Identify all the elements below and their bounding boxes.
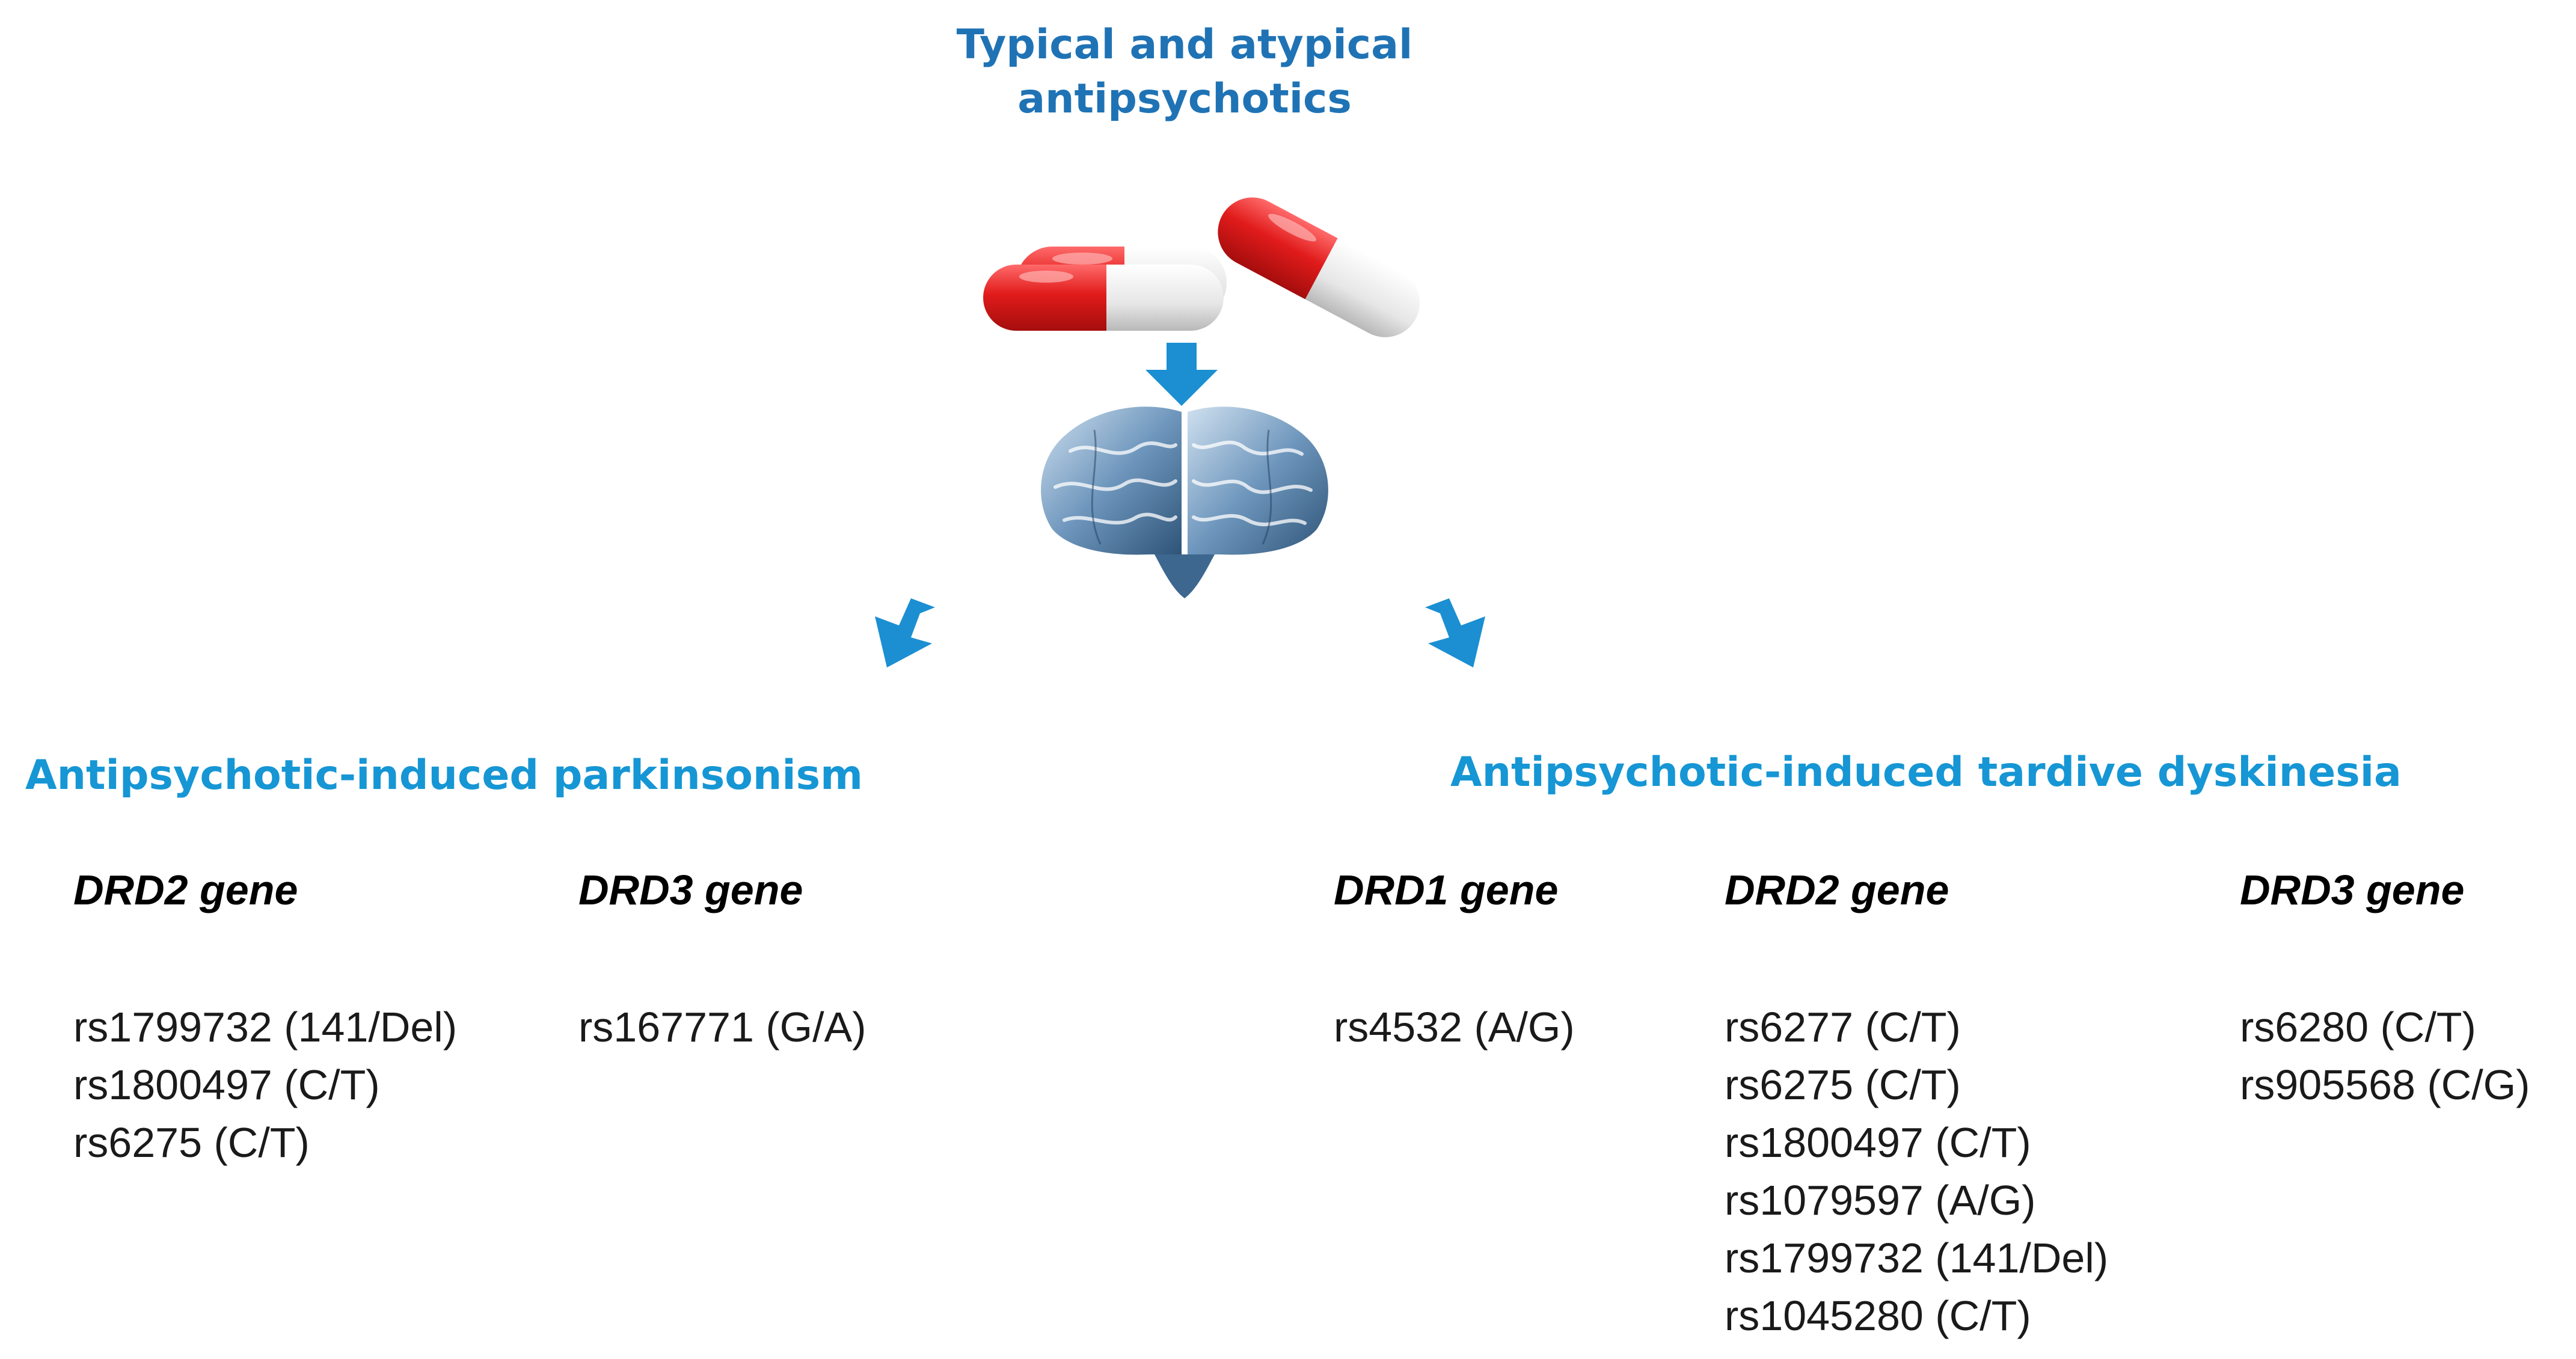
branch-title-parkinsonism: Antipsychotic-induced parkinsonism [25, 752, 863, 799]
variant-item: rs1079597 (A/G) [1725, 1177, 2036, 1224]
variant-item: rs1799732 (141/Del) [1725, 1235, 2109, 1281]
pills-icon [983, 197, 1420, 337]
gene-column-tardive-drd1: DRD1 gene rs4532 (A/G) [1334, 866, 1575, 1056]
branch-title-tardive-dyskinesia: Antipsychotic-induced tardive dyskinesia [1450, 749, 2402, 796]
gene-column-tardive-drd3: DRD3 gene rs6280 (C/T) rs905568 (C/G) [2240, 866, 2530, 1114]
variant-item: rs905568 (C/G) [2240, 1061, 2530, 1108]
variant-item: rs1045280 (C/T) [1725, 1292, 2031, 1339]
variant-list: rs6277 (C/T) rs6275 (C/T) rs1800497 (C/T… [1725, 998, 2108, 1345]
variant-list: rs167771 (G/A) [578, 998, 866, 1056]
variant-item: rs4532 (A/G) [1334, 1004, 1575, 1051]
brain-icon [1041, 406, 1328, 598]
gene-heading: DRD3 gene [2240, 867, 2465, 913]
variant-item: rs1800497 (C/T) [1725, 1119, 2031, 1166]
variant-item: rs6280 (C/T) [2240, 1004, 2476, 1051]
variant-item: rs167771 (G/A) [578, 1004, 866, 1051]
variant-item: rs1799732 (141/Del) [73, 1004, 458, 1051]
variant-item: rs6275 (C/T) [1725, 1061, 1961, 1108]
gene-heading: DRD3 gene [578, 867, 803, 913]
title-line-1: Typical and atypical [956, 21, 1413, 69]
gene-column-tardive-drd2: DRD2 gene rs6277 (C/T) rs6275 (C/T) rs18… [1725, 866, 2108, 1345]
gene-column-parkinsonism-drd2: DRD2 gene rs1799732 (141/Del) rs1800497 … [73, 866, 457, 1171]
variant-item: rs6277 (C/T) [1725, 1004, 1961, 1051]
arrow-down-icon [1145, 343, 1218, 406]
gene-heading: DRD1 gene [1334, 867, 1559, 913]
gene-column-parkinsonism-drd3: DRD3 gene rs167771 (G/A) [578, 866, 866, 1056]
variant-list: rs1799732 (141/Del) rs1800497 (C/T) rs62… [73, 998, 457, 1171]
variant-item: rs6275 (C/T) [73, 1119, 310, 1166]
arrow-down-right-icon [1425, 598, 1485, 667]
variant-list: rs4532 (A/G) [1334, 998, 1575, 1056]
variant-item: rs1800497 (C/T) [73, 1061, 380, 1108]
diagram-title: Typical and atypical antipsychotics [944, 18, 1425, 126]
gene-heading: DRD2 gene [1725, 867, 1949, 913]
variant-list: rs6280 (C/T) rs905568 (C/G) [2240, 998, 2530, 1114]
title-line-2: antipsychotics [1017, 75, 1352, 123]
gene-heading: DRD2 gene [73, 867, 298, 913]
arrow-down-left-icon [875, 598, 935, 667]
